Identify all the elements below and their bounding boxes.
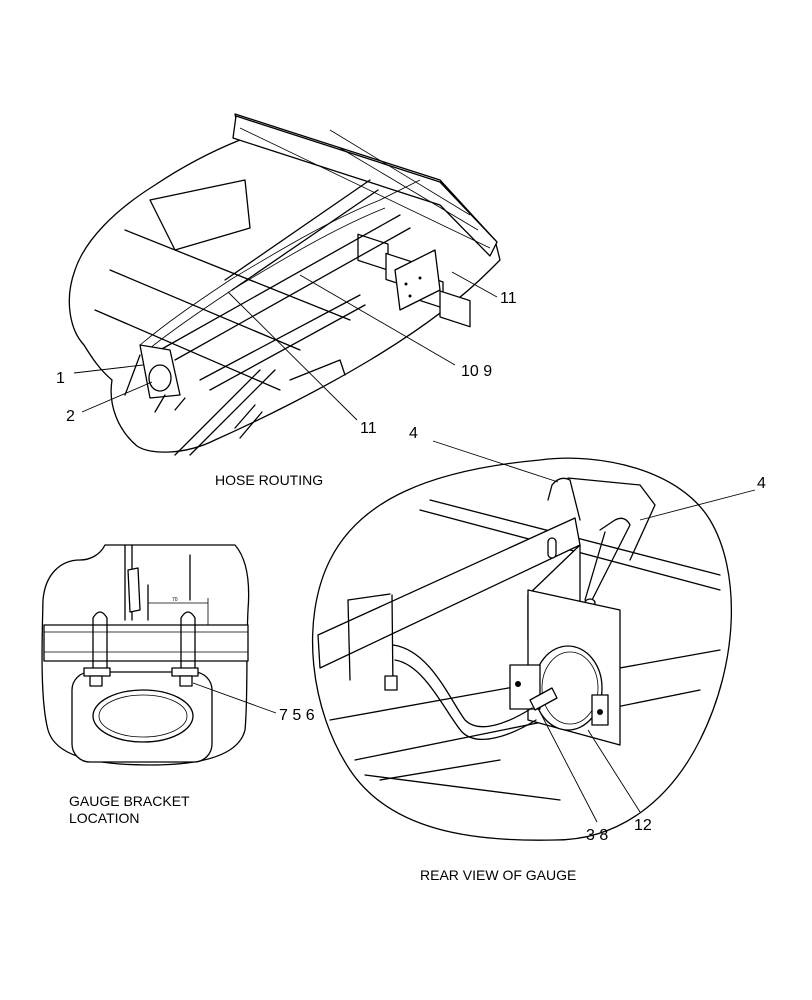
callout-11-top: 11 xyxy=(500,290,517,307)
dimension-70: 70 xyxy=(147,597,209,625)
rear-view-caption: REAR VIEW OF GAUGE xyxy=(420,867,576,883)
rear-view xyxy=(311,440,756,841)
callout-4-left: 4 xyxy=(409,425,418,442)
gauge-bracket xyxy=(124,344,186,413)
hose-routing-outline xyxy=(68,113,501,453)
callout-12: 12 xyxy=(634,817,652,834)
callout-10-9: 10 9 xyxy=(461,363,492,380)
gauge-bracket-view: 70 xyxy=(41,544,277,766)
callout-1: 1 xyxy=(56,370,65,387)
callout-7-5-6: 7 5 6 xyxy=(279,707,315,724)
callout-11-bottom: 11 xyxy=(360,420,377,437)
callout-2: 2 xyxy=(66,408,75,425)
gauge-bracket-caption-2: LOCATION xyxy=(69,810,140,826)
rear-view-outline xyxy=(311,457,732,841)
top-rail xyxy=(232,115,498,257)
hose-routing-caption: HOSE ROUTING xyxy=(215,472,323,488)
callout-3-8: 3 8 xyxy=(586,827,608,844)
dimension-label: 70 xyxy=(172,597,178,603)
gauge-bracket-caption-1: GAUGE BRACKET xyxy=(69,793,190,809)
callout-4-right: 4 xyxy=(757,475,766,492)
gauge-rear xyxy=(509,645,609,731)
hose-routing-view xyxy=(68,113,501,456)
gauge-face xyxy=(92,689,194,743)
